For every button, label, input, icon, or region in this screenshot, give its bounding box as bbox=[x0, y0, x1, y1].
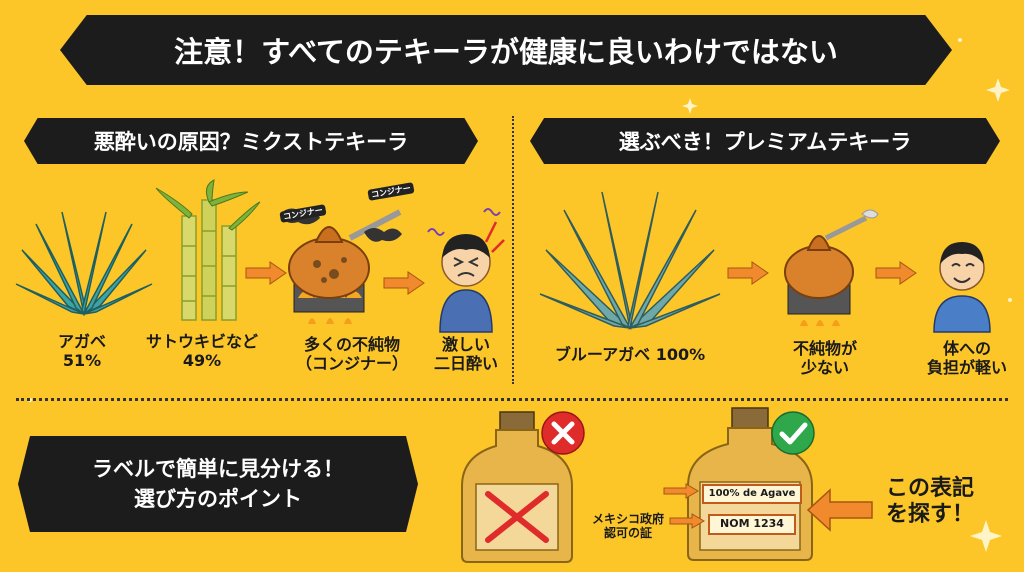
hangover-line1: 激しい bbox=[441, 335, 490, 354]
few-impurities-label: 不純物が 少ない bbox=[770, 339, 880, 378]
happy-person-icon bbox=[933, 242, 991, 333]
tip-line1: ラベルで簡単に見分ける！ bbox=[92, 456, 344, 481]
few-impurities-line1: 不純物が bbox=[792, 339, 857, 358]
impurities-line2: （コンジナー） bbox=[295, 353, 408, 373]
tip-line2: 選び方のポイント bbox=[134, 487, 302, 511]
agave-label: アガベ 51% bbox=[42, 332, 122, 371]
sugarcane-name: サトウキビなど bbox=[145, 332, 258, 351]
light-burden-label: 体への 負担が軽い bbox=[912, 339, 1022, 378]
tip-banner: ラベルで簡単に見分ける！ 選び方のポイント bbox=[18, 436, 418, 532]
search-label: この表記 を探す！ bbox=[872, 476, 988, 528]
blue-agave-label: ブルーアガベ 100% bbox=[554, 345, 706, 364]
pointer-arrow-icon bbox=[663, 483, 699, 499]
hangover-line2: 二日酔い bbox=[433, 353, 498, 373]
section-divider-horizontal bbox=[16, 398, 1008, 401]
arrow-right-icon bbox=[245, 261, 287, 285]
mexico-cert-label: メキシコ政府 認可の証 bbox=[580, 512, 676, 540]
premium-tequila-heading: 選ぶべき！プレミアムテキーラ bbox=[530, 118, 1000, 164]
search-line2: を探す！ bbox=[885, 501, 974, 527]
check-mark-icon bbox=[771, 411, 815, 455]
blue-agave-icon bbox=[539, 191, 721, 330]
impurities-label: 多くの不純物 （コンジナー） bbox=[282, 335, 422, 374]
agave-percent: 51% bbox=[62, 350, 102, 370]
main-title: 注意！すべてのテキーラが健康に良いわけではない bbox=[60, 15, 952, 85]
arrow-left-icon bbox=[806, 488, 873, 532]
mexico-cert-line2: 認可の証 bbox=[603, 526, 652, 541]
section-divider-vertical bbox=[512, 116, 514, 384]
impurities-line1: 多くの不純物 bbox=[303, 335, 400, 354]
agave-percent-badge: 100% de Agave bbox=[702, 484, 802, 504]
mixed-tequila-heading: 悪酔いの原因？ミクストテキーラ bbox=[24, 118, 478, 164]
arrow-right-icon bbox=[383, 271, 425, 295]
sugarcane-label: サトウキビなど 49% bbox=[132, 332, 272, 371]
light-burden-line2: 負担が軽い bbox=[926, 357, 1007, 377]
nom-badge: NOM 1234 bbox=[708, 514, 796, 535]
mexico-cert-line1: メキシコ政府 bbox=[591, 512, 664, 526]
light-burden-line1: 体への bbox=[942, 339, 991, 358]
arrow-right-icon bbox=[727, 261, 769, 285]
arrow-right-icon bbox=[875, 261, 917, 285]
clean-pot-still-icon bbox=[784, 209, 879, 326]
sick-person-icon bbox=[427, 208, 505, 333]
x-mark-icon bbox=[541, 411, 585, 455]
hangover-label: 激しい 二日酔い bbox=[416, 335, 516, 374]
sugarcane-icon bbox=[155, 179, 261, 321]
few-impurities-line2: 少ない bbox=[800, 357, 849, 377]
agave-name: アガベ bbox=[57, 332, 106, 351]
mixed-tequila-bottle-icon bbox=[461, 411, 573, 563]
pointer-arrow-icon bbox=[669, 513, 705, 529]
agave-plant-icon bbox=[15, 211, 153, 317]
sugarcane-percent: 49% bbox=[182, 350, 222, 370]
pot-still-icon bbox=[280, 208, 402, 324]
search-line1: この表記 bbox=[885, 476, 974, 501]
